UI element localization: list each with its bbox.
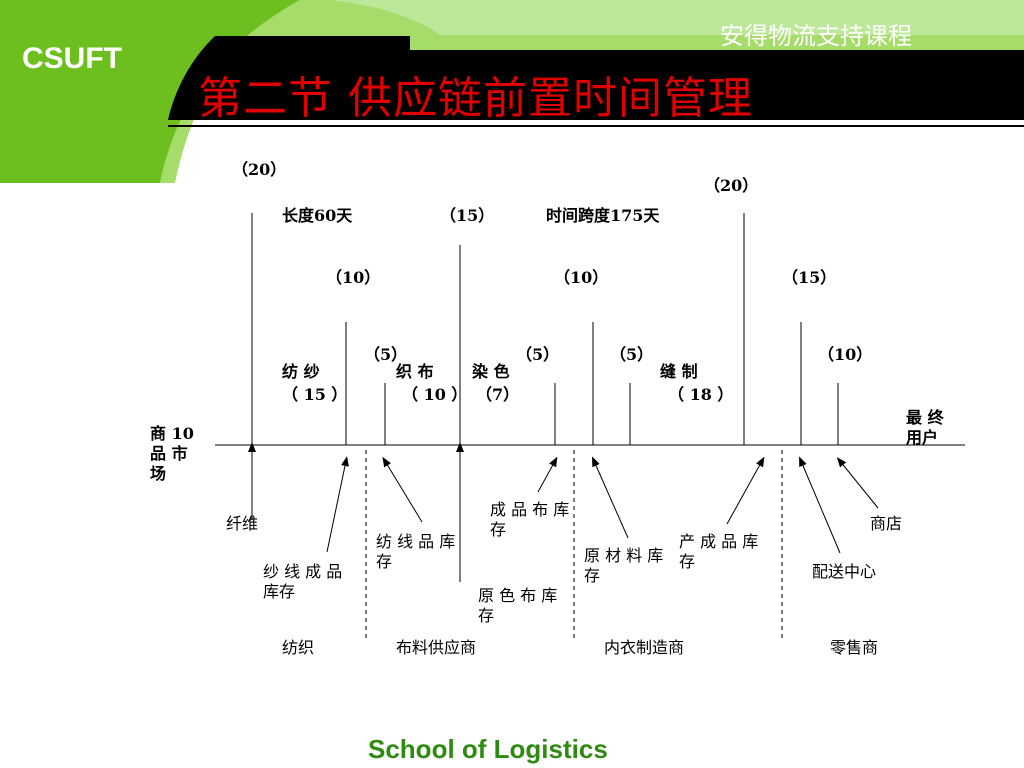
inventory-store: 商店 [870, 514, 903, 533]
duration-cut: （20） [704, 176, 759, 195]
stage-retailer: 零售商 [830, 638, 879, 657]
end-market: 商 10 品 市 场 [150, 424, 194, 483]
process-weave-days: （ 10 ） [402, 385, 468, 404]
inventory-yarn-stock: 纺 线 品 库 存 [376, 532, 456, 571]
process-sew: 缝 制 [660, 362, 698, 381]
duration-distribution: （10） [818, 345, 873, 364]
duration-dye: （5） [516, 345, 560, 364]
stage-fabric-supplier: 布料供应商 [396, 638, 477, 657]
inventory-fabric-finished: 成 品 布 库 存 [490, 500, 570, 539]
inventory-fiber: 纤维 [226, 514, 259, 533]
process-sew-days: （ 18 ） [668, 385, 734, 404]
inventory-gray-fabric: 原 色 布 库 存 [478, 586, 558, 625]
summary-span: 时间跨度175天 [546, 206, 660, 225]
inventory-distribution-center: 配送中心 [812, 562, 877, 581]
arrow-product-finished [726, 456, 765, 525]
arrow-raw-material [591, 456, 629, 539]
arrow-store [836, 457, 879, 509]
process-spin: 纺 纱 [282, 362, 320, 381]
org-logo-text: CSUFT [22, 42, 122, 75]
duration-fabric: （15） [440, 206, 495, 225]
duration-finished: （15） [782, 268, 837, 287]
inventory-product-finished: 产 成 品 库 存 [679, 532, 759, 571]
duration-material: （5） [610, 345, 654, 364]
slide-title: 第二节 供应链前置时间管理 [198, 73, 753, 124]
process-weave: 织 布 [396, 362, 434, 381]
process-dye: 染 色 [472, 362, 510, 381]
course-name: 安得物流支持课程 [720, 22, 912, 50]
duration-weave: （5） [364, 345, 408, 364]
arrow-distribution [799, 456, 841, 554]
duration-raw: （10） [554, 268, 609, 287]
arrow-yarn-finished [326, 456, 349, 553]
stage-manufacturer: 内衣制造商 [604, 638, 685, 657]
process-dye-days: （7） [476, 385, 520, 404]
process-spin-days: （ 15 ） [282, 385, 348, 404]
end-user: 最 终 用户 [906, 408, 944, 447]
inventory-yarn-finished: 纱 线 成 品 库存 [263, 562, 343, 601]
summary-length: 长度60天 [282, 206, 353, 225]
duration-fiber: （20） [232, 160, 287, 179]
inventory-raw-material: 原 材 料 库 存 [584, 546, 664, 585]
stage-textile: 纺织 [282, 638, 315, 657]
arrow-yarn-stock [382, 456, 423, 523]
arrow-fabric-finished [537, 456, 558, 493]
footer-school: School of Logistics [368, 734, 608, 764]
duration-yarn: （10） [326, 268, 381, 287]
